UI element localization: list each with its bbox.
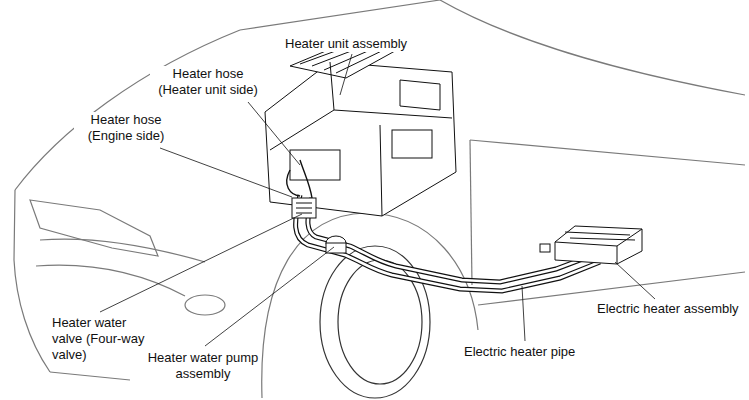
- heater-unit: [265, 40, 456, 216]
- a-pillar: [440, 0, 745, 95]
- housing-seam: [380, 125, 382, 216]
- leader-line: [205, 247, 334, 346]
- electric-heater-box: [555, 226, 642, 264]
- housing-seam: [270, 110, 334, 150]
- blower-motor: [392, 130, 432, 158]
- heater-core: [290, 150, 340, 180]
- fog-light: [185, 295, 225, 315]
- part-label: Heater water pump assembly: [145, 350, 261, 382]
- pipe-fill: [308, 198, 596, 282]
- leader-line: [340, 54, 352, 95]
- part-label: Heater water valve (Four-way valve): [50, 315, 158, 363]
- heater-pipes: [287, 160, 600, 291]
- leader-lines: [100, 54, 655, 346]
- leader-line: [615, 262, 655, 299]
- lower-bumper: [50, 372, 130, 380]
- car-body: [14, 0, 745, 398]
- part-label: Electric heater assembly: [595, 301, 745, 317]
- leader-line: [248, 102, 300, 165]
- hood-rear-edge: [240, 0, 440, 30]
- part-label: Electric heater pipe: [462, 344, 602, 360]
- grille-line: [40, 239, 205, 262]
- part-label: Heater unit assembly: [283, 36, 443, 52]
- grille-line: [36, 265, 185, 296]
- housing-seam: [330, 62, 452, 118]
- door-front-edge: [470, 140, 472, 285]
- connector-plug: [540, 244, 550, 252]
- front-fascia: [14, 190, 50, 372]
- leader-line: [100, 214, 302, 312]
- headlight: [30, 200, 158, 256]
- belt-line: [470, 140, 745, 165]
- hose-engine-side: [287, 170, 300, 196]
- pipe-outline: [296, 195, 600, 291]
- valve-detail: [296, 203, 312, 213]
- heater-box-edge: [555, 229, 642, 264]
- heater-housing: [265, 62, 456, 216]
- components: [292, 198, 642, 264]
- hose-unit-side: [300, 160, 312, 198]
- leader-line: [522, 286, 525, 341]
- part-label: Heater hose (Engine side): [74, 112, 178, 144]
- heater-box-rib: [565, 232, 635, 240]
- part-label: Heater hose (Heater unit side): [150, 66, 266, 98]
- hood-edge: [15, 30, 240, 190]
- pump-body: [326, 243, 346, 253]
- pipe-fill: [296, 195, 600, 291]
- wheel-arch: [262, 213, 478, 398]
- pipe-outline: [308, 198, 596, 282]
- duct-outlet: [400, 80, 440, 110]
- leader-line: [160, 148, 292, 197]
- four-way-valve: [292, 198, 316, 218]
